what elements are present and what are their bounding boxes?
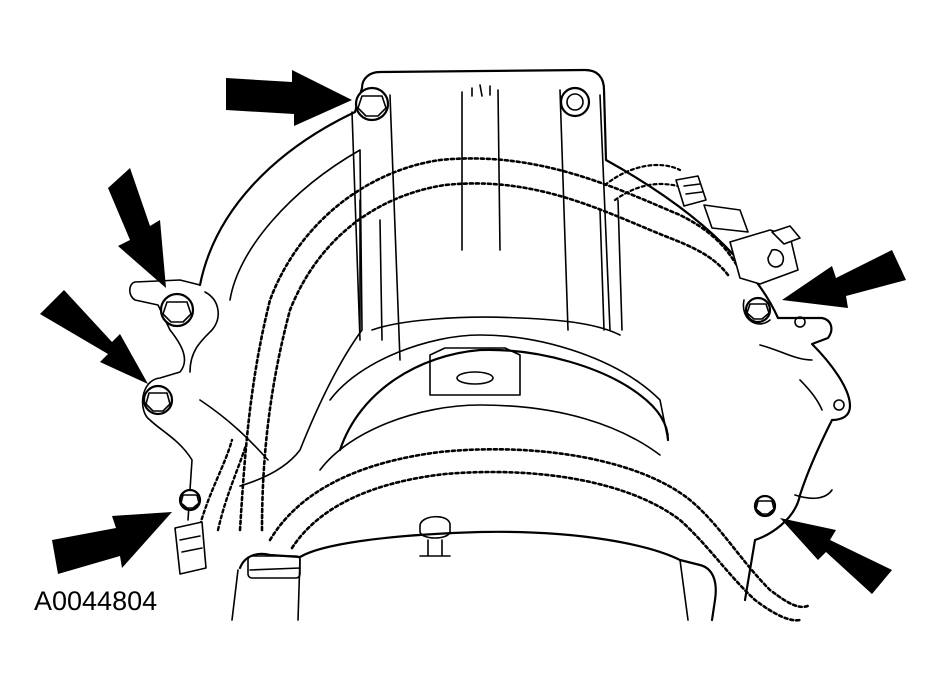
bolt-upper-left — [159, 292, 195, 328]
sensor-connector-left — [174, 521, 207, 575]
bolt-right — [744, 296, 772, 324]
flange-hole-right — [794, 316, 806, 328]
bellhousing-left-inner — [189, 291, 219, 373]
callout-arrow-right — [782, 250, 906, 308]
callout-arrow-lower-right — [780, 518, 892, 594]
bellhousing-outline — [198, 68, 852, 602]
harness-lower-inner — [290, 470, 802, 622]
bellhousing-left-flange — [128, 279, 201, 521]
harness-left-drop — [198, 438, 248, 532]
callout-arrow-lower-left — [52, 512, 172, 574]
lower-housing — [238, 530, 717, 622]
transmission-case-lower — [319, 334, 669, 471]
bellhousing-inner-left — [229, 149, 363, 487]
top-mount-ribs — [461, 84, 501, 251]
right-flange — [742, 299, 833, 500]
bolt-top — [354, 86, 390, 122]
sensor-connector-upper — [675, 175, 749, 233]
lower-housing-tab — [247, 555, 301, 579]
center-boss-hole — [456, 371, 494, 385]
harness-upper-outer — [238, 157, 742, 532]
transmission-case-ribs — [359, 199, 623, 341]
figure-id-label: A0044804 — [34, 586, 158, 616]
bolt-middle-left — [142, 384, 174, 416]
bolt-top-right-stud — [559, 86, 591, 118]
vent-fitting — [419, 515, 451, 557]
harness-upper-inner — [260, 182, 730, 532]
lower-housing-detail — [231, 556, 689, 621]
callout-arrow-upper-left — [108, 168, 166, 288]
bolt-lower-right — [753, 494, 777, 518]
sensor-connector-right — [729, 225, 801, 285]
bolt-lower-left — [178, 488, 202, 512]
transmission-case — [338, 348, 670, 452]
callout-arrow-middle-left — [40, 290, 148, 384]
flange-hole-upper — [833, 399, 845, 411]
center-boss — [429, 347, 521, 396]
callout-arrow-top — [226, 70, 352, 126]
top-mount-pad — [351, 89, 611, 361]
harness-lower-outer — [268, 447, 812, 609]
bellhousing-rib-left — [199, 399, 269, 461]
